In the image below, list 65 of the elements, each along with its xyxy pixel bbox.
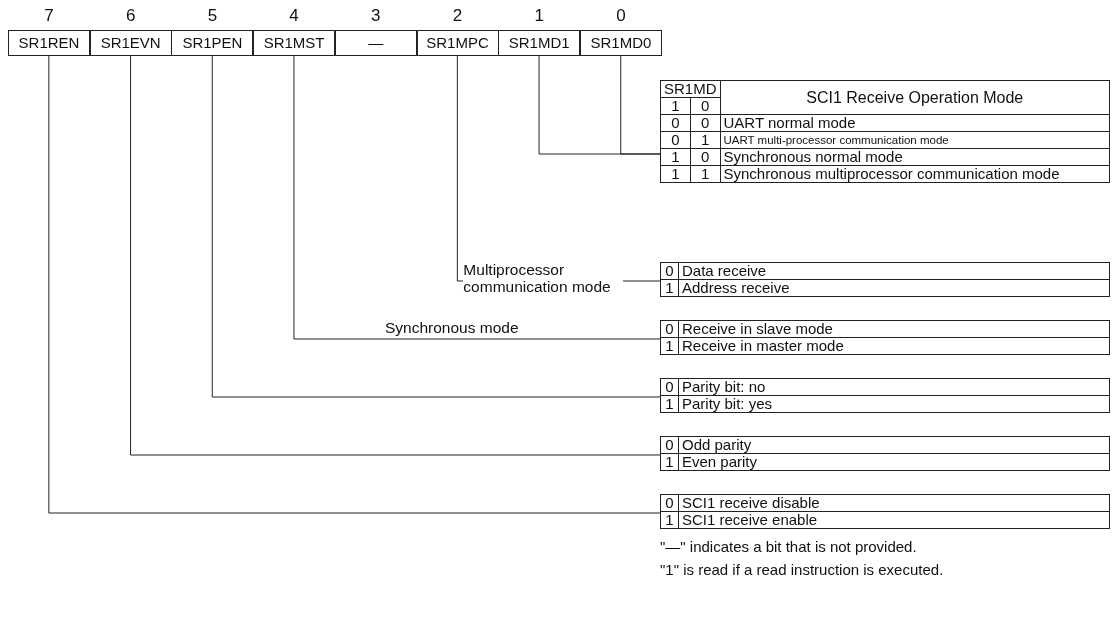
table-cell: SCI1 receive disable — [678, 494, 1110, 512]
leader-line — [211, 55, 661, 398]
note-text: "—" indicates a bit that is not provided. — [660, 538, 917, 555]
register-bit-cell: — — [334, 30, 417, 56]
register-bit-cell: SR1EVN — [89, 30, 172, 56]
register-bit-cell: SR1PEN — [171, 30, 254, 56]
setting-table — [660, 436, 1110, 471]
bit-number: 5 — [206, 6, 219, 26]
table-cell: 0 — [660, 131, 691, 149]
leader-line — [48, 55, 661, 514]
table-cell: 1 — [660, 511, 679, 529]
register-bit-cell: SR1MD1 — [498, 30, 581, 56]
table-cell: Address receive — [678, 279, 1110, 297]
setting-table — [660, 378, 1110, 413]
table-cell: Receive in master mode — [678, 337, 1110, 355]
leader-line — [620, 55, 661, 155]
table-cell: Odd parity — [678, 436, 1110, 454]
table-cell: 1 — [660, 97, 691, 115]
leader-line — [293, 55, 661, 340]
table-cell: 1 — [660, 395, 679, 413]
table-cell: Receive in slave mode — [678, 320, 1110, 338]
table-cell: UART multi-processor communication mode — [720, 131, 1110, 149]
table-cell: Parity bit: yes — [678, 395, 1110, 413]
bit-number: 6 — [124, 6, 137, 26]
table-cell: Synchronous multiprocessor communication mode — [720, 165, 1110, 183]
leader-line — [130, 55, 661, 456]
table-cell: 0 — [690, 114, 720, 132]
register-bit-cell: SR1MPC — [416, 30, 499, 56]
table-cell: 1 — [660, 279, 679, 297]
table-cell: 1 — [660, 453, 679, 471]
setting-table — [660, 494, 1110, 529]
table-cell: 0 — [690, 148, 720, 166]
table-cell: 1 — [660, 337, 679, 355]
table-cell: 0 — [660, 320, 679, 338]
register-bit-cell: SR1MD0 — [579, 30, 662, 56]
table-cell: Data receive — [678, 262, 1110, 280]
table-cell: Parity bit: no — [678, 378, 1110, 396]
table-cell: 0 — [660, 436, 679, 454]
setting-table — [660, 262, 1110, 297]
bit-number: 4 — [288, 6, 300, 26]
table-cell: Even parity — [678, 453, 1110, 471]
table-cell: SR1MD — [660, 80, 720, 98]
table-cell: 1 — [660, 165, 691, 183]
table-cell: 0 — [660, 262, 679, 280]
bit-number: 7 — [43, 6, 55, 26]
bit-number: 2 — [451, 6, 464, 26]
setting-table — [660, 80, 1110, 183]
register-bit-cell: SR1MST — [253, 30, 336, 56]
table-cell: 1 — [690, 165, 720, 183]
table-cell: Synchronous normal mode — [720, 148, 1110, 166]
bit-number: 1 — [533, 6, 545, 26]
note-text: "1" is read if a read instruction is executed. — [660, 561, 944, 578]
table-cell: SCI1 receive enable — [678, 511, 1110, 529]
table-cell: 0 — [660, 378, 679, 396]
edge-label: Multiprocessor communication mode — [463, 261, 624, 295]
table-cell: 1 — [660, 148, 691, 166]
table-cell: 0 — [660, 114, 691, 132]
setting-table — [660, 320, 1110, 355]
table-cell: 1 — [690, 131, 720, 149]
table-cell: UART normal mode — [720, 114, 1110, 132]
table-cell: 0 — [660, 494, 679, 512]
bit-number: 0 — [615, 6, 627, 26]
table-cell: SCI1 Receive Operation Mode — [720, 80, 1110, 115]
register-bit-cell: SR1REN — [8, 30, 90, 56]
bit-number: 3 — [370, 6, 382, 26]
